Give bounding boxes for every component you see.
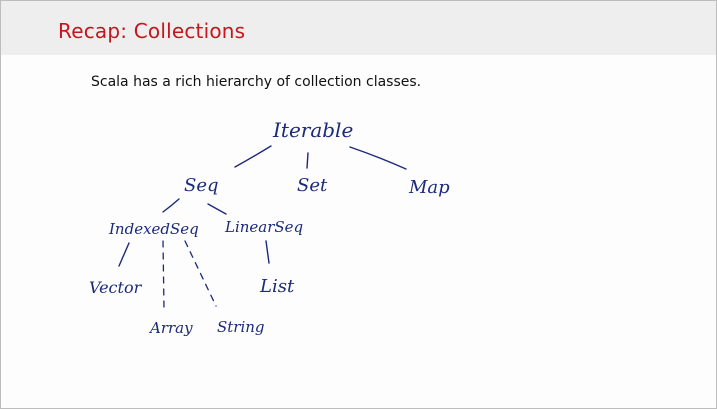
edge-linearseq-list xyxy=(265,240,270,264)
node-list: List xyxy=(259,276,295,297)
node-set: Set xyxy=(297,175,328,196)
node-linear-seq: LinearSeq xyxy=(224,218,303,236)
slide-title: Recap: Collections xyxy=(58,19,246,43)
node-seq: Seq xyxy=(184,175,219,196)
edge-seq-linearseq xyxy=(207,203,227,215)
node-iterable: Iterable xyxy=(272,118,353,142)
node-map: Map xyxy=(408,177,450,198)
edge-indexedseq-vector xyxy=(118,242,130,267)
edge-iterable-map xyxy=(349,146,407,170)
edge-iterable-seq xyxy=(234,145,272,168)
node-vector: Vector xyxy=(89,278,143,297)
node-array: Array xyxy=(148,319,193,337)
edge-indexedseq-string xyxy=(184,240,217,307)
edge-seq-indexedseq xyxy=(162,198,180,213)
title-bar: Recap: Collections xyxy=(1,1,716,55)
node-string: String xyxy=(217,318,265,336)
node-indexed-seq: IndexedSeq xyxy=(108,220,199,238)
edge-iterable-set xyxy=(306,152,309,169)
slide-intro-text: Scala has a rich hierarchy of collection… xyxy=(91,74,422,90)
edge-indexedseq-array xyxy=(162,240,165,310)
